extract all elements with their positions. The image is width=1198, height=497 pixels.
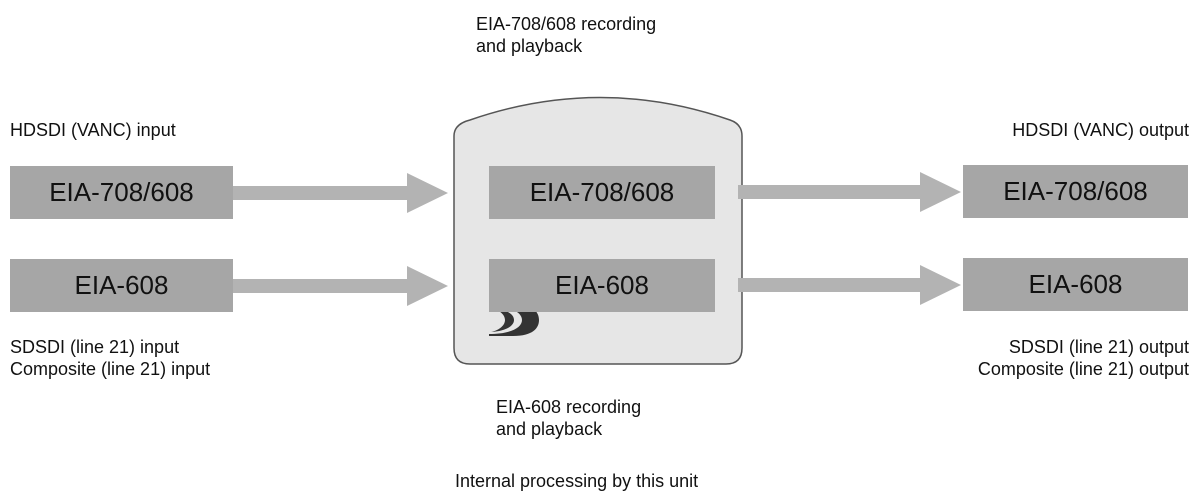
input-708-label: EIA-708/608 [49, 177, 194, 207]
bottom-recording-caption: EIA-608 recording and playback [496, 396, 641, 440]
sd-input-line1: SDSDI (line 21) input [10, 337, 180, 357]
unit-608-box: EIA-608 [489, 259, 715, 312]
hd-output-caption: HDSDI (VANC) output [1012, 120, 1189, 140]
arrow-hd-input-to-unit [233, 173, 448, 213]
arrow-sd-input-to-unit [233, 266, 448, 306]
unit-708-box: EIA-708/608 [489, 166, 715, 219]
sd-output-line2: Composite (line 21) output [977, 359, 1189, 379]
output-708-label: EIA-708/608 [1003, 176, 1148, 206]
hd-input-caption: HDSDI (VANC) input [10, 120, 176, 140]
top-caption-line2: and playback [476, 36, 583, 56]
sd-output-line1: SDSDI (line 21) output [1008, 337, 1189, 357]
sd-output-caption: SDSDI (line 21) output Composite (line 2… [978, 336, 1189, 380]
input-608-label: EIA-608 [74, 270, 169, 300]
arrow-unit-to-sd-output [738, 265, 961, 305]
bottom-caption-line1: EIA-608 recording [496, 397, 642, 417]
unit-608-label: EIA-608 [555, 270, 649, 300]
sd-input-caption: SDSDI (line 21) input Composite (line 21… [10, 336, 210, 380]
sd-input-line2: Composite (line 21) input [10, 359, 211, 379]
output-608-box: EIA-608 [963, 258, 1188, 311]
output-708-box: EIA-708/608 [963, 165, 1188, 218]
top-recording-caption: EIA-708/608 recording and playback [476, 13, 656, 57]
input-708-box: EIA-708/608 [10, 166, 233, 219]
sony-d-logo-icon [489, 304, 539, 336]
unit-708-label: EIA-708/608 [529, 177, 675, 207]
output-608-label: EIA-608 [1028, 269, 1123, 299]
footer-caption: Internal processing by this unit [455, 471, 699, 491]
top-caption-line1: EIA-708/608 recording [476, 14, 657, 34]
bottom-caption-line2: and playback [496, 419, 603, 439]
input-608-box: EIA-608 [10, 259, 233, 312]
processing-unit-body [453, 96, 743, 365]
arrow-unit-to-hd-output [738, 172, 961, 212]
